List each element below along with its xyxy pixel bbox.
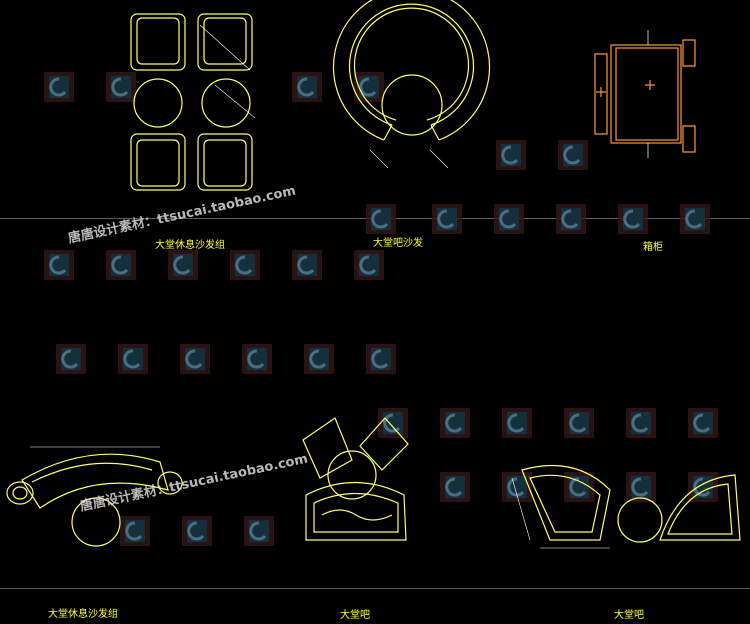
watermark-tile bbox=[440, 472, 470, 502]
watermark-tile bbox=[558, 140, 588, 170]
lobby-bar-center bbox=[302, 417, 409, 541]
watermark-tile bbox=[496, 140, 526, 170]
watermark-tile bbox=[118, 344, 148, 374]
watermark-tile bbox=[502, 472, 532, 502]
watermark-tile bbox=[354, 250, 384, 280]
lobby-sofa-set-top bbox=[130, 13, 256, 191]
watermark-tile bbox=[494, 204, 524, 234]
watermark-tile bbox=[44, 72, 74, 102]
watermark-tile bbox=[378, 408, 408, 438]
watermark-tile bbox=[106, 72, 136, 102]
watermark-tile bbox=[182, 516, 212, 546]
label-lobby-sofa-set-top: 大堂休息沙发组 bbox=[155, 240, 225, 251]
watermark-tile bbox=[244, 516, 274, 546]
watermark-tile bbox=[366, 204, 396, 234]
watermark-tile bbox=[180, 344, 210, 374]
lobby-bar-right bbox=[511, 464, 741, 549]
label-lobby-bar-center: 大堂吧 bbox=[340, 610, 370, 621]
watermark-tile bbox=[626, 472, 656, 502]
watermark-tile bbox=[366, 344, 396, 374]
watermark-tile bbox=[556, 204, 586, 234]
watermark-tile bbox=[304, 344, 334, 374]
watermark-tile bbox=[168, 250, 198, 280]
divider-line-bottom bbox=[0, 588, 750, 589]
watermark-tile bbox=[626, 408, 656, 438]
watermark-tile bbox=[502, 408, 532, 438]
label-lobby-sofa-set-bottom: 大堂休息沙发组 bbox=[48, 609, 118, 620]
watermark-tile bbox=[56, 344, 86, 374]
watermark-tile bbox=[680, 204, 710, 234]
watermark-tile bbox=[688, 408, 718, 438]
lobby-sofa-set-bottom bbox=[6, 446, 183, 547]
cabinet-drawing bbox=[594, 30, 696, 158]
watermark-tile bbox=[292, 250, 322, 280]
watermark-tile bbox=[292, 72, 322, 102]
watermark-tile bbox=[564, 408, 594, 438]
label-lobby-round-sofa: 大堂吧沙发 bbox=[373, 238, 423, 249]
watermark-tile bbox=[432, 204, 462, 234]
watermark-tile bbox=[120, 516, 150, 546]
label-cabinet: 箱柜 bbox=[643, 242, 663, 253]
watermark-tile bbox=[230, 250, 260, 280]
label-lobby-bar-right: 大堂吧 bbox=[614, 610, 644, 621]
watermark-tiles bbox=[44, 72, 718, 546]
watermark-tile bbox=[440, 408, 470, 438]
watermark-tile bbox=[242, 344, 272, 374]
watermark-tile bbox=[618, 204, 648, 234]
lobby-round-sofa bbox=[332, 0, 491, 169]
watermark-tile bbox=[106, 250, 136, 280]
watermark-tile bbox=[44, 250, 74, 280]
